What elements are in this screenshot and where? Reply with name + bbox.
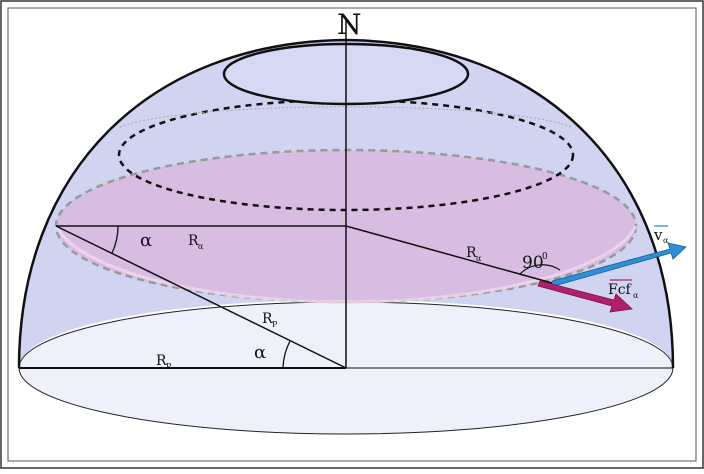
ra-mid-subscript: α (476, 254, 482, 263)
ra-top-label: R (188, 233, 199, 249)
alpha-arc-top (111, 225, 119, 254)
inner-frame (7, 7, 697, 462)
radius-to-point-line (345, 225, 553, 284)
force-subscript: α (633, 291, 639, 300)
rp-bottom-label: R (156, 353, 167, 369)
alpha-bottom-label: α (254, 342, 266, 363)
alpha-top-label: α (140, 230, 152, 251)
ra-top-subscript: α (198, 242, 204, 251)
velocity-arrow (551, 242, 687, 287)
back-horizon-line (119, 106, 573, 128)
velocity-subscript: α (663, 236, 669, 245)
velocity-label: v (653, 226, 663, 244)
right-angle-arc (519, 264, 561, 275)
sphere-radius-line (55, 225, 347, 369)
ra-mid-label: R (466, 245, 477, 261)
angle-90-label: 90 (522, 253, 544, 273)
angle-90-superscript: 0 (542, 252, 548, 262)
force-arrow (537, 280, 633, 313)
rp-diagonal-label: R (262, 311, 273, 327)
force-label: Fcf (608, 282, 633, 298)
alpha-arc-bottom (282, 340, 291, 369)
north-label: N (337, 8, 362, 41)
rp-bottom-subscript: P (166, 362, 172, 371)
rp-diagonal-subscript: P (272, 320, 278, 329)
